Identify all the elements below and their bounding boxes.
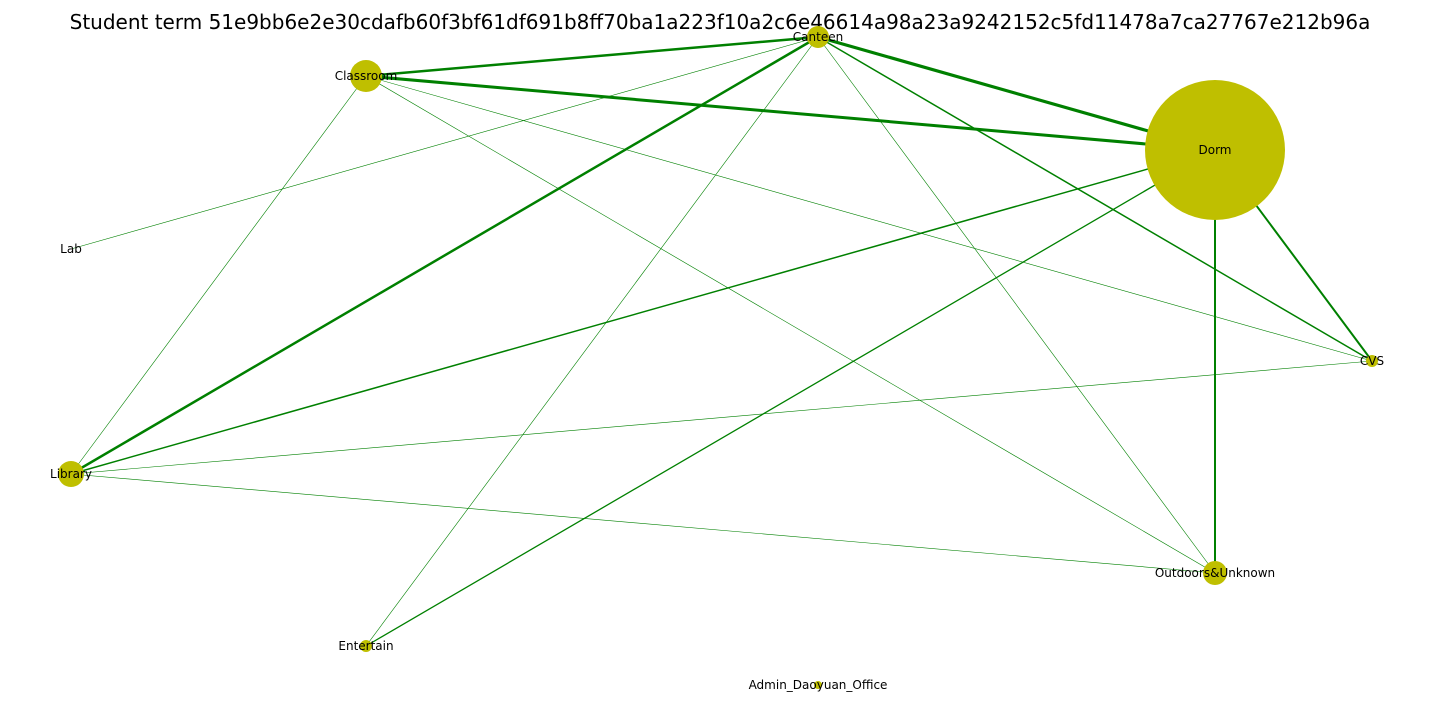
edge-library-outdoors bbox=[70, 473, 1216, 574]
node-label-outdoors: Outdoors&Unknown bbox=[1155, 566, 1275, 580]
node-library bbox=[58, 461, 84, 487]
node-canteen bbox=[807, 26, 829, 48]
edge-canteen-cvs bbox=[817, 36, 1373, 362]
node-label-entertain: Entertain bbox=[338, 639, 393, 653]
node-layer bbox=[58, 26, 1378, 689]
node-entertain bbox=[360, 640, 372, 652]
node-label-lab: Lab bbox=[60, 242, 82, 256]
edge-dorm-library bbox=[70, 149, 1216, 475]
node-cvs bbox=[1366, 355, 1378, 367]
edge-classroom-dorm bbox=[364, 74, 1217, 152]
node-dorm bbox=[1145, 80, 1285, 220]
edge-layer bbox=[69, 35, 1373, 647]
node-label-library: Library bbox=[50, 467, 92, 481]
node-outdoors bbox=[1203, 561, 1227, 585]
edge-classroom-cvs bbox=[365, 75, 1373, 362]
edge-canteen-entertain bbox=[365, 36, 819, 647]
node-label-dorm: Dorm bbox=[1199, 143, 1232, 157]
edge-canteen-outdoors bbox=[817, 36, 1216, 574]
edge-canteen-lab bbox=[70, 36, 819, 250]
edge-classroom-library bbox=[70, 75, 367, 475]
node-classroom bbox=[350, 60, 382, 92]
edge-dorm-entertain bbox=[365, 149, 1216, 647]
node-label-admin: Admin_Daoyuan_Office bbox=[749, 678, 888, 692]
graph-title: Student term 51e9bb6e2e30cdafb60f3bf61df… bbox=[70, 10, 1371, 34]
node-label-classroom: Classroom bbox=[335, 69, 398, 83]
edge-classroom-outdoors bbox=[365, 75, 1216, 574]
node-label-cvs: CVS bbox=[1360, 354, 1384, 368]
node-admin bbox=[814, 681, 822, 689]
edge-classroom-canteen bbox=[364, 35, 820, 78]
edge-library-cvs bbox=[70, 360, 1373, 475]
node-label-canteen: Canteen bbox=[793, 30, 843, 44]
edge-canteen-library bbox=[69, 35, 820, 476]
